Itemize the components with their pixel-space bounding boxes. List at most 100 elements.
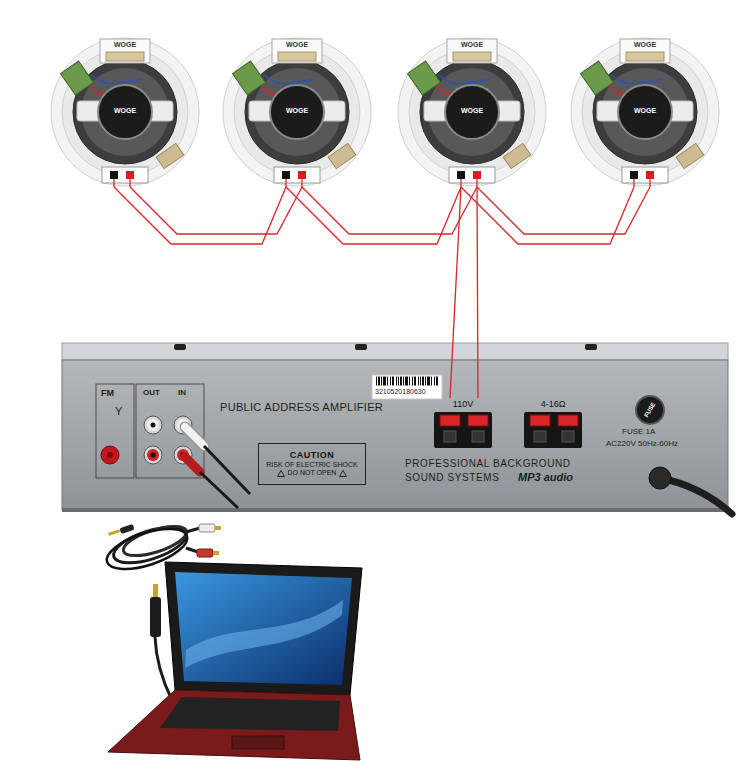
rca-cable — [204, 446, 250, 494]
caution-box: CAUTIONRISK OF ELECTRIC SHOCKDO NOT OPEN — [258, 443, 366, 485]
wire-strand — [130, 187, 302, 234]
wire-strand — [477, 187, 478, 398]
panel-title: PUBLIC ADDRESS AMPLIFIER — [220, 401, 383, 414]
rca-plug-white — [185, 427, 204, 446]
circuit-board — [233, 61, 266, 95]
speaker-magnet — [445, 85, 499, 139]
plug-tip — [108, 529, 120, 536]
rca-jack — [144, 416, 162, 434]
wire-strand — [114, 187, 286, 244]
speaker-lead — [92, 75, 142, 84]
fm-frame — [96, 384, 134, 478]
terminal-housing — [524, 412, 582, 448]
caution-warning: DO NOT OPEN — [288, 469, 337, 477]
terminal-lead — [301, 179, 302, 187]
rca-plug-white — [199, 524, 215, 532]
magnet-brand: WOGE — [286, 107, 308, 115]
terminal-block — [449, 167, 495, 183]
caution-heading: CAUTION — [290, 450, 335, 461]
terminal-lead — [460, 179, 461, 187]
serial-number: 3210520180630 — [375, 388, 426, 396]
speaker-terminal: 4-16Ω — [518, 398, 588, 448]
text-row: RISK OF ELECTRIC SHOCK — [266, 461, 357, 469]
transformer — [272, 39, 322, 63]
jack-label: OUT — [143, 389, 160, 398]
transformer-label: WOGE — [461, 41, 483, 49]
speaker-lead — [264, 75, 314, 84]
terminal-block — [274, 167, 320, 183]
ceiling-speaker: WOGE WOGE — [222, 37, 372, 187]
terminal-lead — [129, 179, 130, 187]
terminal-lead — [633, 179, 634, 187]
transformer-label: WOGE — [114, 41, 136, 49]
terminal-lead — [649, 179, 650, 187]
transformer-coil — [278, 52, 316, 61]
speaker-wire — [114, 187, 302, 244]
terminal-red — [126, 171, 134, 179]
terminal-lever — [440, 415, 460, 426]
warning-icon — [277, 470, 285, 477]
screw — [585, 344, 597, 350]
terminal-hole — [562, 431, 574, 442]
laptop-base — [108, 690, 360, 760]
mini-plug — [150, 597, 161, 637]
brand-text: MP3 audio — [518, 471, 573, 484]
transformer — [100, 39, 150, 63]
terminal-label: 4-16Ω — [541, 399, 566, 409]
terminal-hole — [534, 431, 546, 442]
wire-strand — [302, 187, 477, 234]
terminal-black — [630, 171, 638, 179]
warning-triangle — [340, 471, 347, 477]
ceiling-speaker: WOGEWOGE — [397, 37, 547, 187]
panel-bottom-edge — [62, 508, 728, 512]
laptop-keyboard — [160, 697, 340, 731]
rca-jack-ring — [147, 449, 159, 461]
speaker-lead — [439, 75, 489, 84]
text-row: DO NOT OPEN — [277, 469, 348, 477]
cord-grommet — [649, 467, 671, 489]
transformer-label: WOGE — [286, 41, 308, 49]
speaker-lead — [612, 75, 662, 84]
screw — [174, 344, 186, 350]
warning-triangle — [277, 471, 284, 477]
wire-strand — [450, 187, 461, 398]
terminal-housing — [434, 412, 492, 448]
power-cord — [660, 478, 732, 514]
terminal-red — [646, 171, 654, 179]
speaker-terminal: 110V — [428, 398, 498, 448]
plug-tip — [213, 551, 219, 555]
plug-tip — [215, 526, 221, 530]
warning-icon — [339, 470, 347, 477]
terminal-label: 110V — [453, 399, 473, 409]
rca-jack-hole — [151, 423, 156, 428]
fuse-holder — [636, 396, 664, 424]
barcode — [376, 377, 438, 386]
circuit-board — [581, 61, 614, 95]
ceiling-speaker: WOGEWOGE — [570, 37, 720, 187]
circuit-board — [408, 61, 441, 95]
transformer-coil — [106, 52, 144, 61]
cable-lead — [186, 548, 198, 552]
binding-post-hole — [107, 452, 113, 458]
rca-jack-ring — [147, 419, 159, 431]
laptop-lid — [165, 562, 362, 695]
rca-plug-outline — [185, 427, 204, 446]
jack-frame — [136, 384, 204, 478]
terminal-lead — [285, 179, 286, 187]
terminal-hole — [444, 431, 456, 442]
plug-tip — [153, 584, 158, 597]
rca-plug-red — [197, 549, 213, 557]
amplifier-top — [62, 343, 728, 360]
laptop-screen — [175, 572, 352, 685]
transformer — [620, 39, 670, 63]
speaker-magnet — [618, 85, 672, 139]
terminal-black — [110, 171, 118, 179]
rca-jack-hole — [151, 453, 156, 458]
terminal-red — [473, 171, 481, 179]
mounting-clip — [328, 143, 356, 168]
binding-post — [101, 446, 119, 464]
wire-strand — [286, 187, 461, 244]
rca-jack — [144, 446, 162, 464]
caution-warning: RISK OF ELECTRIC SHOCK — [266, 461, 357, 469]
